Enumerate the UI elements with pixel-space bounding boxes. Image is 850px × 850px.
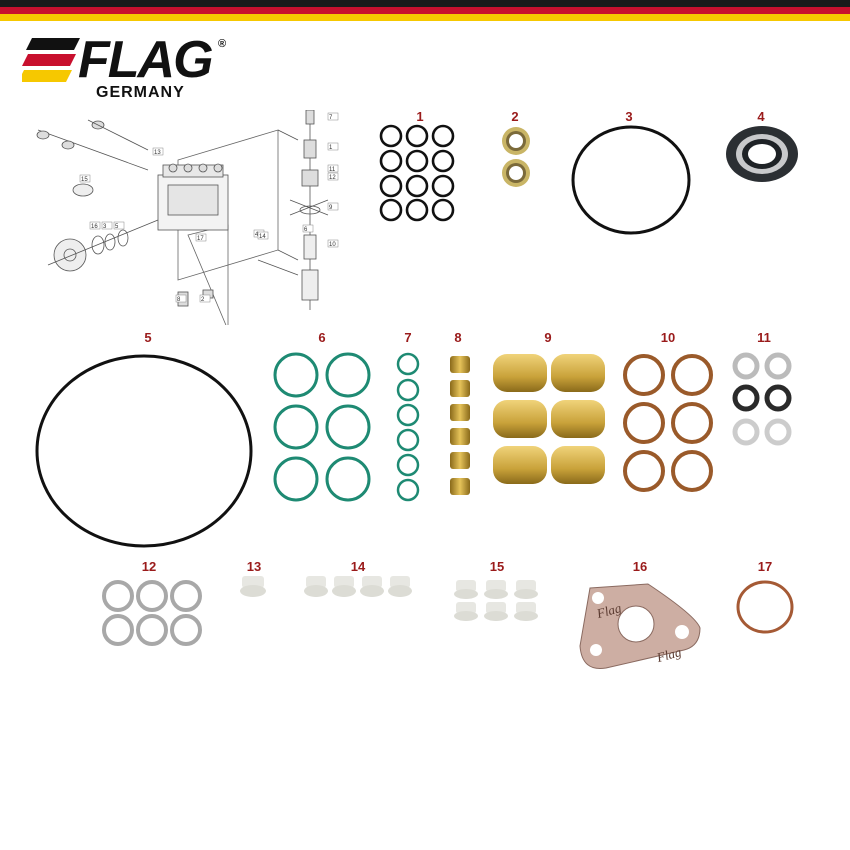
part-6-green-orings <box>273 352 371 502</box>
gasket-brand-text-2: Flag <box>654 644 683 665</box>
part-4-shaft-seal <box>726 126 798 182</box>
part-5-housing-oring <box>35 354 253 548</box>
part-7-small-green-orings <box>396 352 420 502</box>
svg-text:11: 11 <box>329 167 336 173</box>
part-number-4: 4 <box>757 109 765 124</box>
svg-text:9: 9 <box>329 205 333 211</box>
svg-text:8: 8 <box>177 297 181 303</box>
part-number-14: 14 <box>350 559 366 574</box>
registered-mark: ® <box>218 38 227 50</box>
svg-text:17: 17 <box>197 236 204 242</box>
part-number-11: 11 <box>757 330 771 345</box>
part-number-17: 17 <box>757 559 773 574</box>
svg-text:13: 13 <box>154 150 161 156</box>
part-number-8: 8 <box>454 330 462 345</box>
part-2-sealing-washers <box>502 127 530 187</box>
part-number-10: 10 <box>660 330 676 345</box>
svg-text:14: 14 <box>259 234 266 240</box>
part-8-brass-sleeves <box>450 356 470 495</box>
part-12-metal-rings <box>102 580 202 646</box>
part-15-plastic-bushings <box>454 580 538 621</box>
part-16-flange-gasket: Flag Flag <box>579 583 701 670</box>
part-3-large-oring <box>571 125 691 235</box>
part-number-1: 1 <box>416 109 424 124</box>
svg-text:1: 1 <box>329 145 333 151</box>
part-number-3: 3 <box>625 109 633 124</box>
svg-text:2: 2 <box>201 297 205 303</box>
part-number-2: 2 <box>511 109 519 124</box>
gasket-brand-text: Flag <box>594 600 623 621</box>
flag-stripes-logo-icon <box>22 38 80 82</box>
svg-text:5: 5 <box>115 224 119 230</box>
part-number-6: 6 <box>318 330 326 345</box>
svg-text:3: 3 <box>103 224 107 230</box>
exploded-pump-diagram: 13 7 11 12 1 9 10 15 16 3 5 4 14 17 8 2 … <box>36 110 339 325</box>
brand-country: GERMANY <box>96 84 185 101</box>
part-17-copper-ring <box>736 580 794 634</box>
part-13-plastic-bushing <box>240 576 266 597</box>
part-11-washers <box>732 352 792 446</box>
svg-text:4: 4 <box>255 232 259 238</box>
stripe-black <box>0 0 850 7</box>
svg-text:6: 6 <box>304 227 308 233</box>
svg-text:16: 16 <box>91 224 98 230</box>
svg-text:10: 10 <box>329 242 336 248</box>
part-14-plastic-bushings <box>304 576 412 597</box>
brand-name: FLAG <box>78 31 214 89</box>
svg-text:12: 12 <box>329 175 336 181</box>
part-number-5: 5 <box>144 330 152 345</box>
part-number-12: 12 <box>141 559 157 574</box>
part-9-brass-caps <box>493 354 605 484</box>
part-number-16: 16 <box>632 559 648 574</box>
flag-logo: FLAG ® GERMANY <box>22 31 226 104</box>
part-number-9: 9 <box>544 330 552 345</box>
svg-text:7: 7 <box>329 115 333 121</box>
part-10-copper-rings <box>623 354 713 492</box>
part-number-13: 13 <box>246 559 262 574</box>
svg-text:15: 15 <box>81 177 88 183</box>
stripe-gold <box>0 14 850 21</box>
part-number-15: 15 <box>489 559 505 574</box>
part-1-black-orings <box>379 124 455 222</box>
stripe-red <box>0 7 850 14</box>
part-number-7: 7 <box>404 330 412 345</box>
german-flag-stripes <box>0 0 850 21</box>
